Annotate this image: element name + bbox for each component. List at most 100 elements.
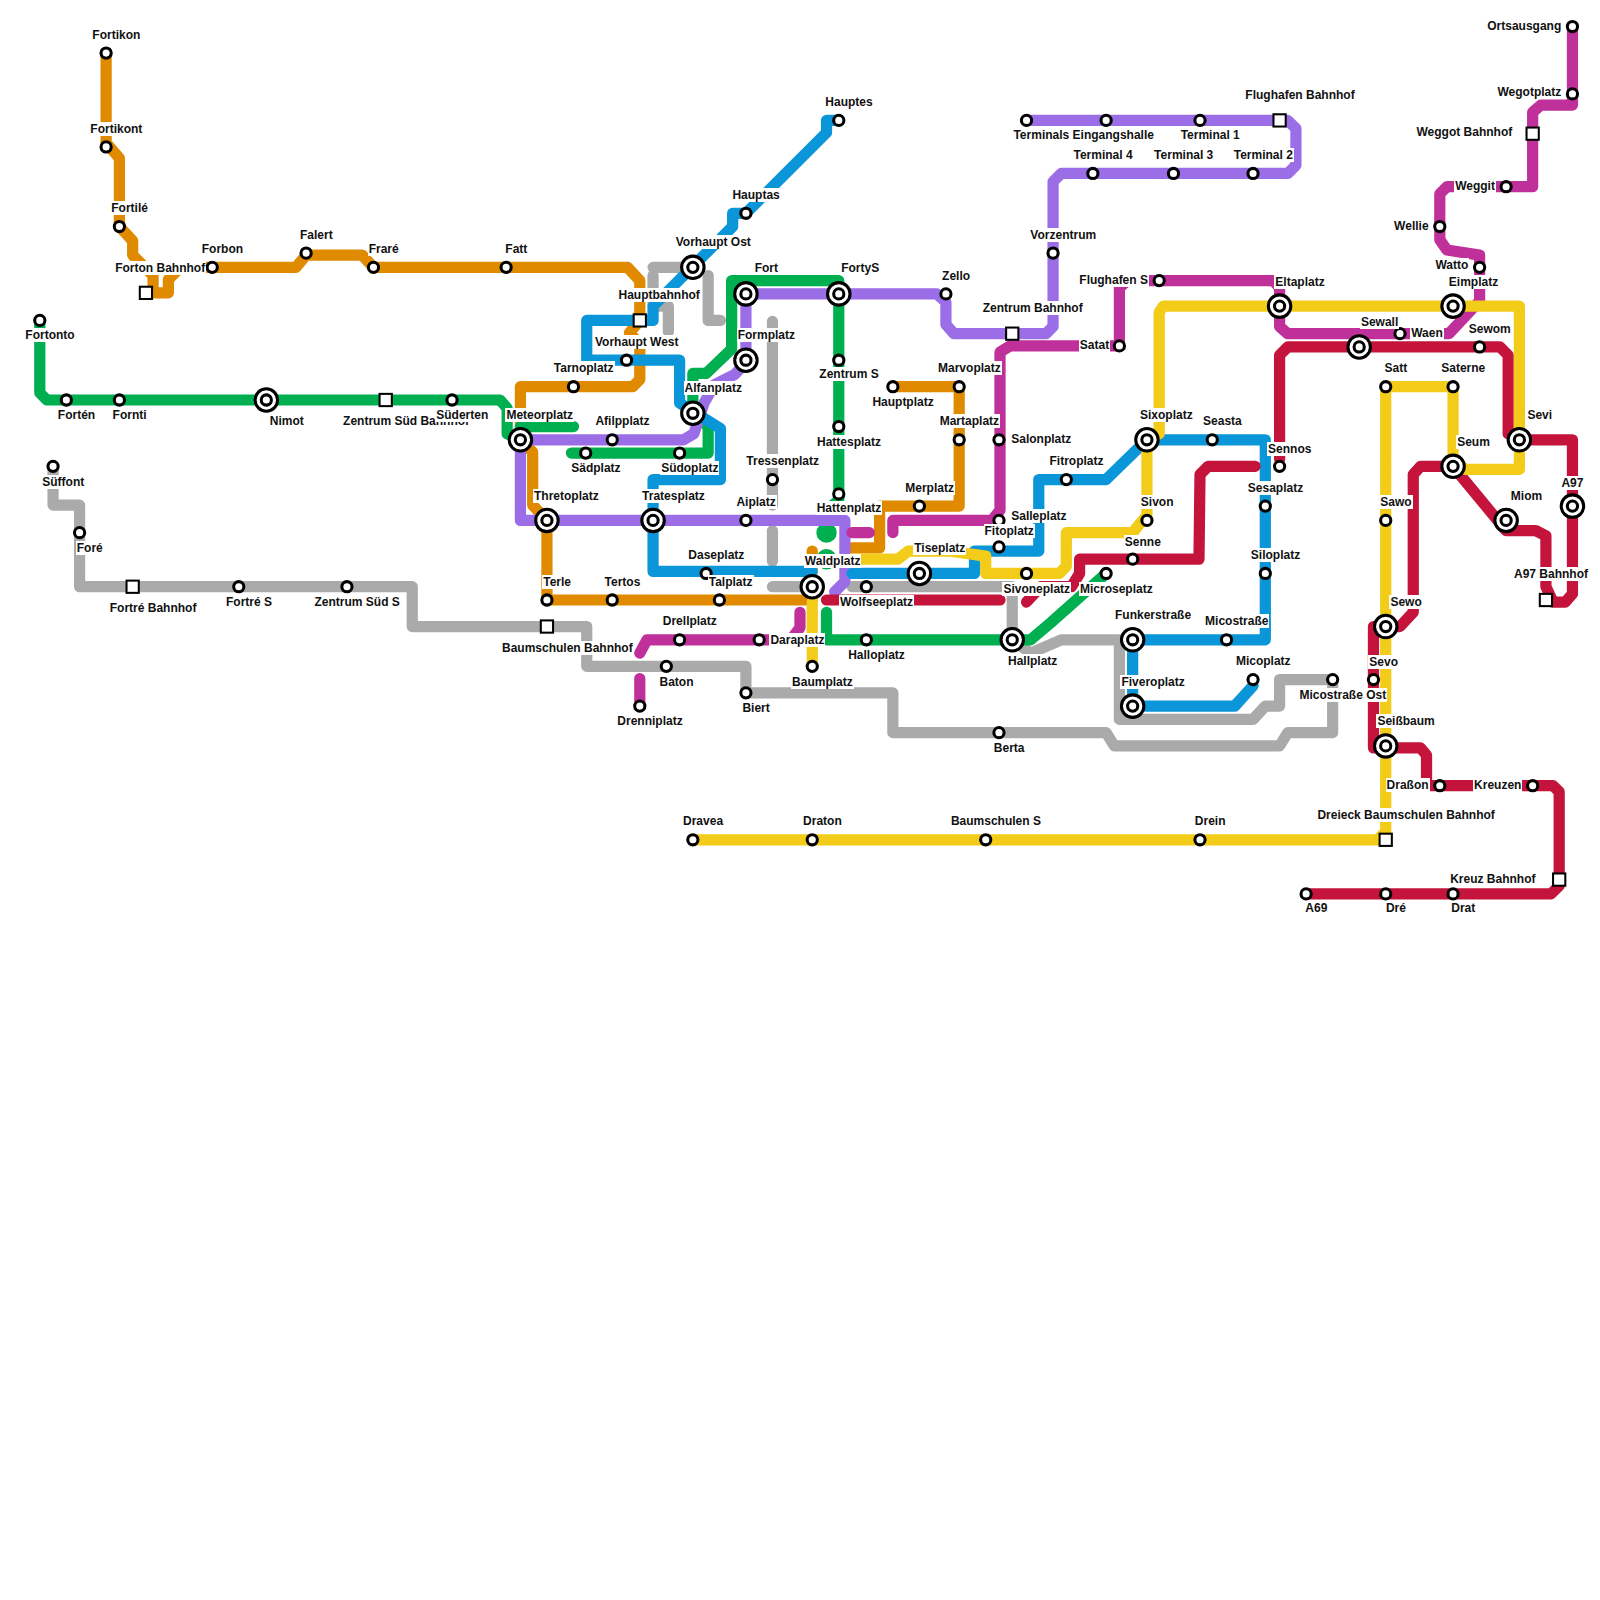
terminal-square bbox=[127, 581, 139, 593]
station-dot bbox=[1248, 674, 1258, 684]
station-label: Sivon bbox=[1140, 495, 1175, 509]
station-dot bbox=[741, 208, 751, 218]
station-dot bbox=[1101, 115, 1111, 125]
station-label: Ortsausgang bbox=[1486, 19, 1562, 33]
station-label: Alfanplatz bbox=[684, 381, 743, 395]
station-label: Zentrum S bbox=[818, 367, 879, 381]
station-label: Wolfseeplatz bbox=[839, 595, 914, 609]
interchange-ring bbox=[682, 256, 704, 278]
station-label: Draton bbox=[802, 814, 843, 828]
station-dot bbox=[1474, 262, 1484, 272]
station-label: Hattenplatz bbox=[816, 501, 883, 515]
station-dot bbox=[807, 835, 817, 845]
station-label: Forbon bbox=[201, 242, 244, 256]
station-dot bbox=[301, 248, 311, 258]
station-dot bbox=[941, 289, 951, 299]
terminal-square bbox=[634, 314, 646, 326]
interchange-core bbox=[1142, 435, 1152, 445]
station-label: Sevi bbox=[1526, 408, 1553, 422]
interchange-core bbox=[1501, 515, 1511, 525]
interchange-core bbox=[741, 355, 751, 365]
station-label: Falert bbox=[299, 228, 334, 242]
station-dot bbox=[621, 355, 631, 365]
station-label: Fitroplatz bbox=[1049, 454, 1105, 468]
station-label: Aiplatz bbox=[735, 495, 776, 509]
station-label: Zentrum Süd S bbox=[313, 595, 400, 609]
station-label: Sewom bbox=[1468, 322, 1512, 336]
station-label: Drat bbox=[1450, 901, 1476, 915]
interchange-ring bbox=[1374, 735, 1396, 757]
station-dot bbox=[1474, 342, 1484, 352]
station-label: Talplatz bbox=[708, 575, 754, 589]
station-label: Drellplatz bbox=[662, 614, 718, 628]
station-label: Fortikon bbox=[91, 28, 141, 42]
interchange-ring bbox=[1374, 615, 1396, 637]
station-label: Fortén bbox=[57, 408, 96, 422]
station-label: Sawo bbox=[1379, 495, 1412, 509]
station-dot bbox=[807, 661, 817, 671]
station-dot bbox=[1448, 382, 1458, 392]
station-dot bbox=[1567, 89, 1577, 99]
interchange-ring bbox=[908, 562, 930, 584]
station-label: Terminals Eingangshalle bbox=[1012, 128, 1154, 142]
station-label: Dré bbox=[1385, 901, 1407, 915]
station-label: Baumschulen S bbox=[950, 814, 1042, 828]
station-label: Sivoneplatz bbox=[1002, 582, 1071, 596]
station-label: Wegotplatz bbox=[1496, 85, 1562, 99]
station-label: Hauptplatz bbox=[871, 395, 934, 409]
station-dot bbox=[861, 635, 871, 645]
station-label: Micostraße bbox=[1204, 614, 1269, 628]
station-dot bbox=[1260, 501, 1270, 511]
station-label: Baumplatz bbox=[791, 675, 854, 689]
station-dot bbox=[1154, 276, 1164, 286]
station-dot bbox=[674, 448, 684, 458]
terminal-square bbox=[1006, 328, 1018, 340]
station-label: Terminal 3 bbox=[1153, 148, 1214, 162]
interchange-ring bbox=[735, 349, 757, 371]
station-label: A97 Bahnhof bbox=[1513, 567, 1589, 581]
station-label: Tressenplatz bbox=[745, 454, 820, 468]
station-dot bbox=[1048, 248, 1058, 258]
station-label: Tiseplatz bbox=[913, 541, 966, 555]
station-label: Flughafen S bbox=[1078, 273, 1149, 287]
metro-line bbox=[587, 120, 1266, 706]
station-label: Micostraße Ost bbox=[1299, 688, 1388, 702]
station-dot bbox=[61, 395, 71, 405]
station-dot bbox=[35, 315, 45, 325]
interchange-core bbox=[1514, 435, 1524, 445]
metro-line bbox=[827, 347, 1573, 894]
station-label: Tratesplatz bbox=[641, 489, 706, 503]
station-dot bbox=[607, 435, 617, 445]
station-dot bbox=[1435, 781, 1445, 791]
station-dot bbox=[688, 835, 698, 845]
station-dot bbox=[1101, 568, 1111, 578]
station-label: Marvoplatz bbox=[937, 361, 1002, 375]
station-dot bbox=[114, 395, 124, 405]
station-dot bbox=[954, 382, 964, 392]
station-dot bbox=[1368, 674, 1378, 684]
interchange-ring bbox=[536, 509, 558, 531]
station-dot bbox=[635, 701, 645, 711]
station-label: Dravea bbox=[682, 814, 724, 828]
station-dot bbox=[1528, 781, 1538, 791]
station-dot bbox=[342, 582, 352, 592]
station-label: Tertos bbox=[604, 575, 642, 589]
station-dot bbox=[981, 835, 991, 845]
station-label: Fort bbox=[754, 261, 779, 275]
station-label: Fitoplatz bbox=[984, 524, 1035, 538]
station-dot bbox=[368, 262, 378, 272]
interchange-core bbox=[741, 289, 751, 299]
station-dot bbox=[1448, 889, 1458, 899]
station-label: Daseplatz bbox=[687, 548, 745, 562]
station-label: Fortonto bbox=[24, 328, 75, 342]
interchange-ring bbox=[642, 509, 664, 531]
station-dot bbox=[1381, 382, 1391, 392]
station-label: Miom bbox=[1510, 489, 1543, 503]
station-label: Süffont bbox=[41, 475, 85, 489]
metro-line bbox=[640, 27, 1573, 707]
station-dot bbox=[741, 688, 751, 698]
station-label: Biert bbox=[741, 701, 770, 715]
station-label: Eltaplatz bbox=[1274, 275, 1325, 289]
station-dot bbox=[101, 142, 111, 152]
terminal-square bbox=[1540, 594, 1552, 606]
